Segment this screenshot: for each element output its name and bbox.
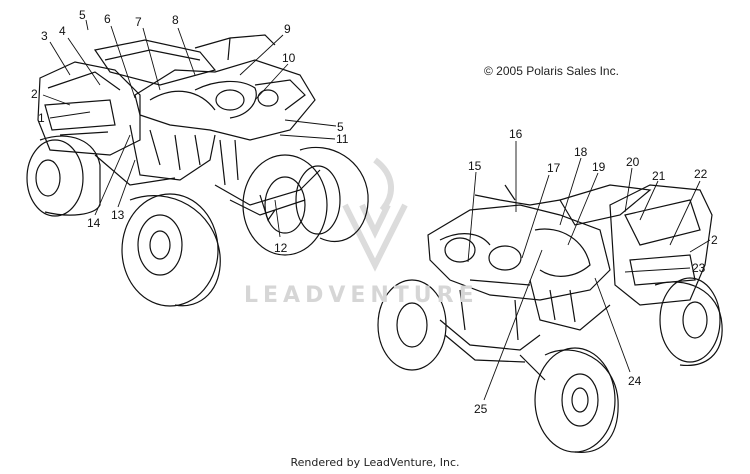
callout-13: 13 <box>111 208 125 222</box>
callout-5b: 5 <box>337 120 344 134</box>
callout-20: 20 <box>626 155 640 169</box>
rear-fender-right <box>609 184 713 306</box>
callout-2b: 2 <box>711 233 718 247</box>
callout-2: 2 <box>31 87 38 101</box>
callout-7: 7 <box>135 15 142 29</box>
callout-18: 18 <box>574 145 588 159</box>
callout-11: 11 <box>336 132 349 146</box>
rear-fender <box>37 61 141 156</box>
callout-3: 3 <box>41 29 48 43</box>
callout-6: 6 <box>104 12 111 26</box>
callout-23: 23 <box>692 261 706 275</box>
leader-lines-left <box>42 19 337 238</box>
watermark-logo <box>342 157 408 272</box>
callout-25: 25 <box>474 402 488 416</box>
footer-credit: Rendered by LeadVenture, Inc. <box>290 456 460 469</box>
front-right-tire <box>534 347 616 453</box>
callout-17: 17 <box>547 161 561 175</box>
callout-9: 9 <box>284 22 291 36</box>
callout-10: 10 <box>282 51 296 65</box>
callout-14: 14 <box>87 216 101 230</box>
callout-5: 5 <box>79 8 86 22</box>
atv-front-view <box>377 184 723 453</box>
callout-15: 15 <box>468 159 482 173</box>
rear-left-tire <box>26 139 84 217</box>
callout-12: 12 <box>274 241 288 255</box>
callout-21: 21 <box>652 169 666 183</box>
callout-24: 24 <box>628 374 642 388</box>
callout-1: 1 <box>38 111 45 125</box>
callout-4: 4 <box>59 24 66 38</box>
front-fender <box>134 59 316 141</box>
seat <box>93 39 217 86</box>
leader-lines-right <box>467 141 711 401</box>
front-fender-right <box>427 204 611 301</box>
callout-16: 16 <box>509 127 523 141</box>
callout-22: 22 <box>694 167 708 181</box>
watermark-text: LEADVENTURE <box>244 283 479 308</box>
front-left-tire <box>121 193 219 307</box>
callout-8: 8 <box>172 13 179 27</box>
callout-19: 19 <box>592 160 606 174</box>
atv-rear-view <box>26 34 369 307</box>
copyright-notice: © 2005 Polaris Sales Inc. <box>484 64 619 78</box>
